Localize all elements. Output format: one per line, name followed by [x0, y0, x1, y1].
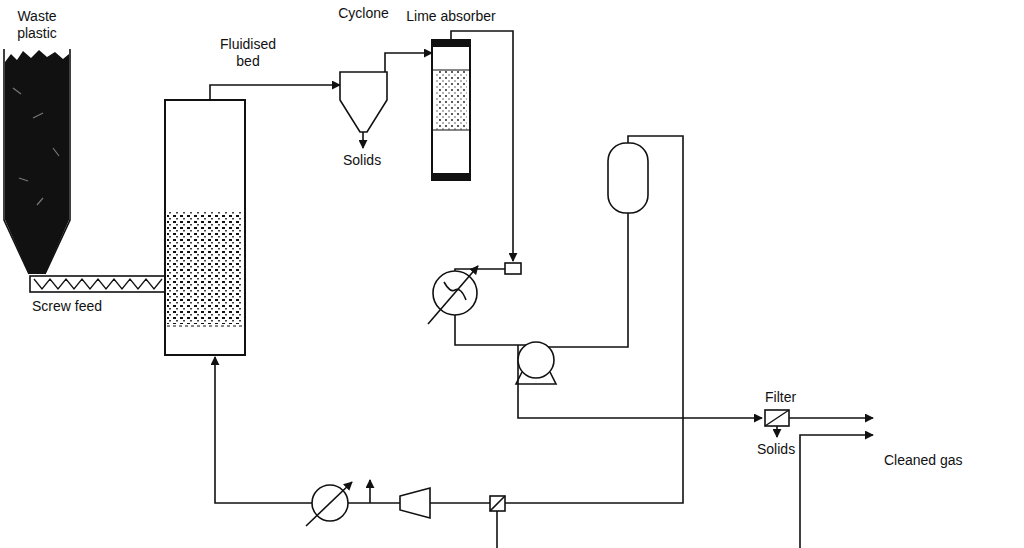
- fluidised-bed-vessel-outline: [165, 100, 245, 355]
- equipment-label: Cyclone: [338, 5, 389, 22]
- gas-filter-outline: [765, 410, 789, 426]
- equipment-label: Lime absorber: [406, 8, 496, 25]
- lime-absorber-column: Lime absorber: [432, 40, 470, 180]
- solids-outlet-label: Solids: [757, 441, 795, 458]
- cyclone-separator-outline: [340, 72, 387, 132]
- fluidised-bed-vessel: Fluidised bed: [165, 100, 245, 355]
- gas-filter: Filter: [765, 410, 789, 426]
- solids-outlet-label: Solids: [343, 152, 381, 169]
- process-stream: [385, 53, 432, 72]
- equipment-label: Fluidised bed: [213, 36, 283, 70]
- cyclone-separator: Cyclone: [340, 72, 387, 132]
- waste-hopper-outline: [3, 48, 71, 275]
- equipment-label: Waste plastic: [5, 8, 69, 42]
- equipment-label: Screw feed: [32, 298, 102, 315]
- screw-feeder: Screw feed: [30, 276, 167, 292]
- equipment-label: Filter: [765, 389, 796, 406]
- product-stream-label: Cleaned gas: [884, 452, 963, 469]
- screw-feeder-outline: [30, 276, 167, 292]
- process-stream: [210, 85, 340, 100]
- waste-hopper: Waste plastic: [3, 48, 71, 275]
- lime-absorber-column-outline: [432, 40, 470, 180]
